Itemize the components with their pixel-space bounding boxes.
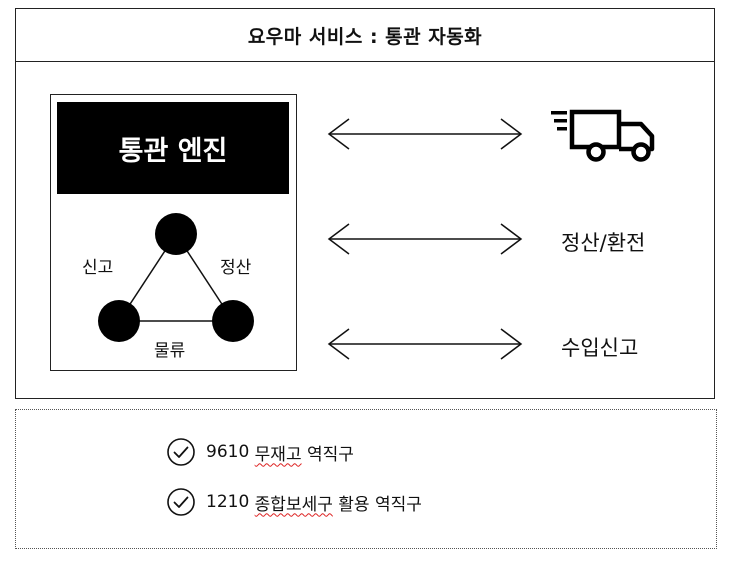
checklist-item-9610: 9610 무재고 역직구 <box>166 437 354 467</box>
node-bottom-left <box>98 300 140 342</box>
arrow-row-3 <box>327 328 523 360</box>
settlement-exchange-label: 정산/환전 <box>561 231 646 255</box>
checklist-item-1210: 1210 종합보세구 활용 역직구 <box>166 487 422 517</box>
checklist-text-flagged: 무재고 <box>254 444 302 465</box>
arrow-row-1 <box>327 118 523 150</box>
checklist-text-flagged: 종합보세구 <box>254 494 333 515</box>
customs-engine-box: 통관 엔진 신고 정산 물류 <box>50 94 297 371</box>
delivery-truck-icon <box>551 109 655 162</box>
node-label-settlement: 정산 <box>220 258 252 278</box>
arrow-row-2 <box>327 223 523 255</box>
check-circle-icon <box>167 488 195 516</box>
node-bottom-right <box>212 300 254 342</box>
import-declaration-label: 수입신고 <box>561 336 639 360</box>
checklist-text-prefix: 9610 <box>206 442 255 462</box>
page-title: 요우마 서비스 : 통관 자동화 <box>16 9 714 62</box>
check-circle-icon <box>167 438 195 466</box>
checklist-text-prefix: 1210 <box>206 492 255 512</box>
node-top <box>155 213 197 255</box>
main-panel: 요우마 서비스 : 통관 자동화 통관 엔진 신고 정산 물류 <box>15 8 715 399</box>
engine-triangle-diagram <box>98 213 254 342</box>
export-types-panel: 9610 무재고 역직구 1210 종합보세구 활용 역직구 <box>15 409 717 549</box>
node-label-logistics: 물류 <box>154 341 186 361</box>
node-label-report: 신고 <box>82 258 114 278</box>
checklist-text-suffix: 역직구 <box>301 444 354 465</box>
connection-arrows <box>327 109 655 360</box>
checklist-text-suffix: 활용 역직구 <box>332 494 422 515</box>
engine-header: 통관 엔진 <box>57 102 289 194</box>
